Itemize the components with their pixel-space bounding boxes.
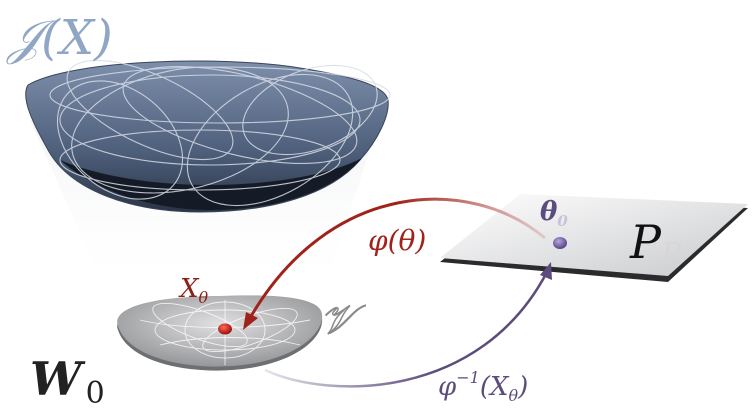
phi-inverse-label: φ−1(Xθ) (438, 368, 528, 405)
theta-point (553, 237, 567, 249)
phi-inverse-arrow (264, 262, 552, 388)
jacobian-label: 𝒥(X) (6, 10, 113, 66)
p-subscript: P (660, 237, 682, 272)
v-label: 𝒱 (320, 297, 366, 343)
phi-theta-label: φ(θ) (368, 224, 426, 257)
manifold-v (117, 295, 323, 371)
bowl-curves (49, 59, 391, 207)
x-theta-label: Xθ (178, 274, 209, 307)
theta-subscript: 0 (557, 212, 568, 230)
phi-arrow (243, 197, 546, 330)
theta-label: θ0 (540, 197, 568, 230)
p-label: PP (629, 215, 682, 272)
x-theta-point (218, 323, 232, 335)
jacobian-bowl (25, 59, 391, 213)
